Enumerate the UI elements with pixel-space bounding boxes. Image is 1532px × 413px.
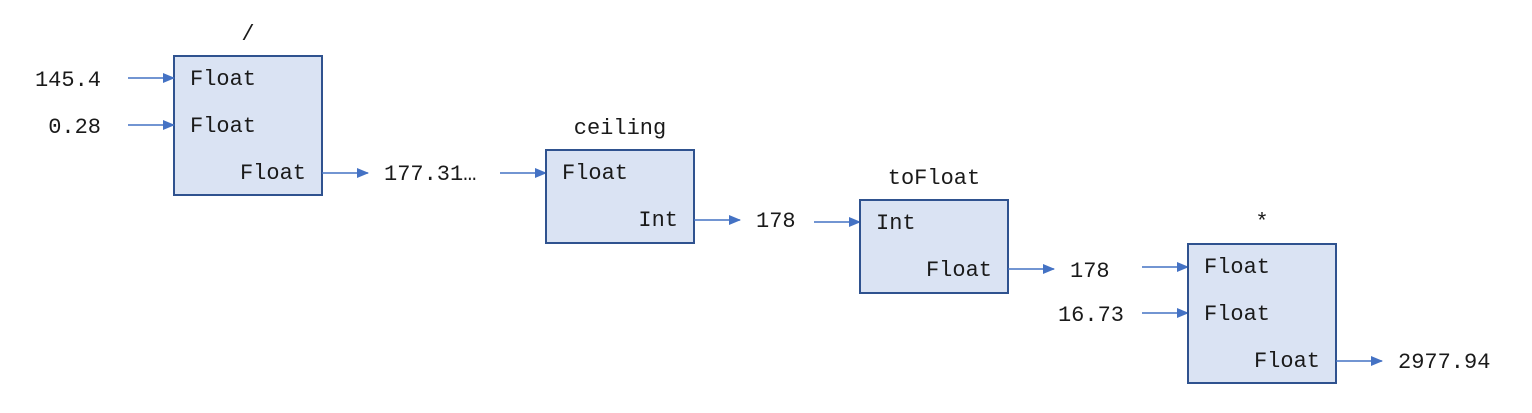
node-divide: / Float Float Float — [173, 22, 323, 196]
node-multiply-title: * — [1255, 210, 1268, 235]
value-tofloat-output: 178 — [1070, 259, 1110, 284]
node-divide-title: / — [241, 22, 254, 47]
node-divide-output-type: Float — [240, 161, 306, 186]
node-multiply-box — [1187, 243, 1337, 384]
node-ceiling: ceiling Float Int — [545, 116, 695, 244]
node-ceiling-title: ceiling — [574, 116, 666, 141]
value-multiply-input-2: 16.73 — [1058, 303, 1124, 328]
node-ceiling-output-type: Int — [638, 208, 678, 233]
node-multiply-input-2-type: Float — [1204, 302, 1270, 327]
node-multiply-output-type: Float — [1254, 349, 1320, 374]
node-divide-input-2-type: Float — [190, 114, 256, 139]
node-ceiling-box — [545, 149, 695, 244]
node-tofloat-title: toFloat — [888, 166, 980, 191]
node-tofloat-input-type: Int — [876, 211, 916, 236]
node-tofloat-box — [859, 199, 1009, 294]
node-divide-box — [173, 55, 323, 196]
node-multiply: * Float Float Float — [1187, 210, 1337, 384]
node-divide-input-1-type: Float — [190, 67, 256, 92]
node-tofloat: toFloat Int Float — [859, 166, 1009, 294]
value-multiply-output: 2977.94 — [1398, 350, 1490, 375]
node-ceiling-input-type: Float — [562, 161, 628, 186]
value-divide-input-2: 0.28 — [48, 115, 101, 140]
value-ceiling-output: 178 — [756, 209, 796, 234]
node-multiply-input-1-type: Float — [1204, 255, 1270, 280]
node-tofloat-output-type: Float — [926, 258, 992, 283]
value-divide-input-1: 145.4 — [35, 68, 101, 93]
value-divide-output: 177.31… — [384, 162, 476, 187]
